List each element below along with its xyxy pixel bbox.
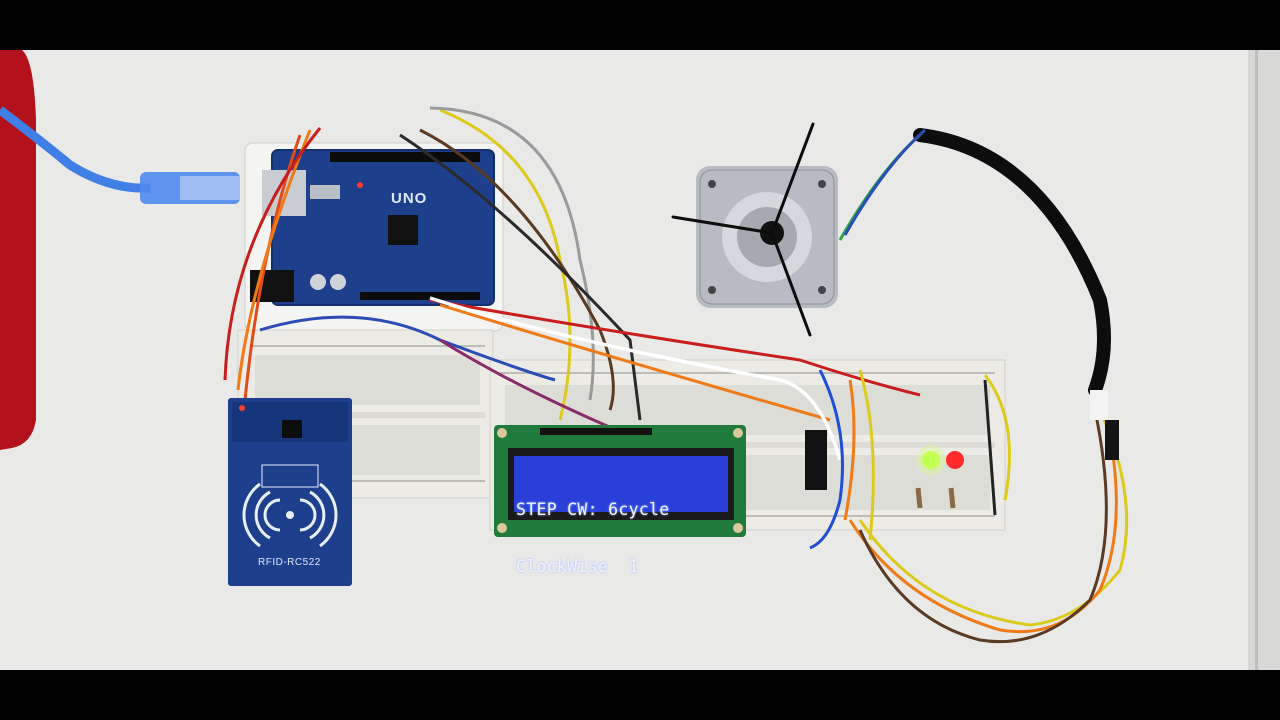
lcd-line-1: STEP CW: 6cycle: [516, 500, 670, 519]
motor-pointer: [671, 122, 815, 337]
red-led: [946, 451, 964, 469]
lcd-screen: [514, 456, 728, 512]
green-led: [922, 451, 940, 469]
lcd-line-2: ClockWise 1: [516, 557, 639, 576]
motor-cable: [913, 128, 1111, 397]
lcd-display: STEP CW: 6cycle ClockWise 1: [516, 462, 724, 576]
atmega-chip: [388, 215, 418, 245]
red-mat: [0, 50, 36, 450]
arduino-board-label: UNO: [391, 190, 428, 207]
usb-cable: [0, 106, 151, 193]
rfid-module-label: RFID-RC522: [258, 557, 321, 568]
rfid-module: [228, 398, 352, 586]
